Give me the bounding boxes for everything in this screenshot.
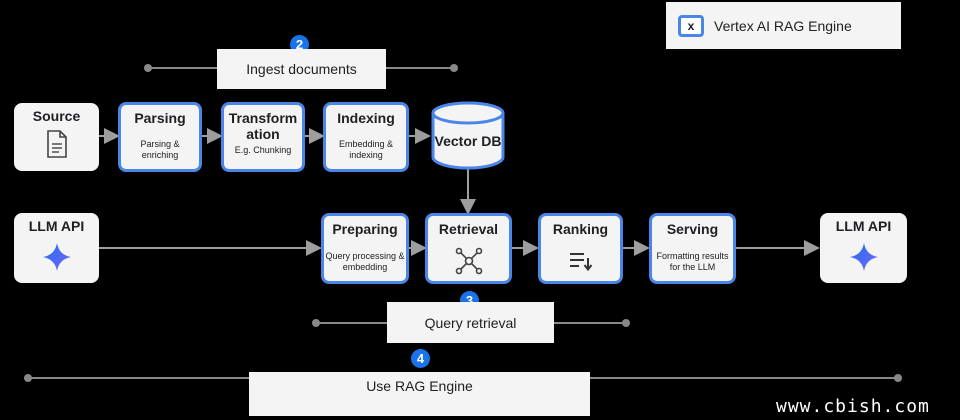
parsing-node: Parsing Parsing & enriching <box>118 102 202 172</box>
llm-api-input-title: LLM API <box>28 218 85 234</box>
preparing-node: Preparing Query processing & embedding <box>321 213 409 284</box>
indexing-node: Indexing Embedding & indexing <box>323 102 409 172</box>
document-icon <box>46 130 67 158</box>
use-rag-engine-label: Use RAG Engine <box>249 372 590 416</box>
vector-db-title: Vector DB <box>434 133 502 149</box>
database-icon <box>431 101 505 170</box>
transformation-node: Transform ation E.g. Chunking <box>221 102 305 172</box>
source-title: Source <box>32 108 81 124</box>
transformation-title: Transform ation <box>228 110 298 142</box>
serving-subtitle: Formatting results for the LLM <box>656 251 729 272</box>
legend-marker: x <box>678 14 704 37</box>
gemini-sparkle-icon <box>42 243 71 271</box>
llm-api-output-node: LLM API <box>820 213 907 283</box>
indexing-title: Indexing <box>337 110 395 126</box>
ingest-documents-label: Ingest documents <box>217 49 386 89</box>
ranking-node: Ranking <box>538 213 623 284</box>
legend-label: Vertex AI RAG Engine <box>714 17 852 34</box>
legend: x Vertex AI RAG Engine <box>666 2 901 49</box>
retrieval-node: Retrieval <box>425 213 512 284</box>
source-node: Source <box>14 103 99 171</box>
gemini-sparkle-icon <box>849 243 878 271</box>
network-icon <box>455 247 482 275</box>
preparing-title: Preparing <box>332 221 398 237</box>
sort-icon <box>569 253 592 271</box>
serving-title: Serving <box>666 221 719 237</box>
llm-api-output-title: LLM API <box>835 218 892 234</box>
transformation-subtitle: E.g. Chunking <box>234 145 292 155</box>
llm-api-input-node: LLM API <box>14 213 99 283</box>
parsing-subtitle: Parsing & enriching <box>140 139 180 160</box>
serving-node: Serving Formatting results for the LLM <box>649 213 736 284</box>
indexing-subtitle: Embedding & indexing <box>338 139 394 160</box>
ranking-title: Ranking <box>552 221 609 237</box>
retrieval-title: Retrieval <box>438 221 499 237</box>
step-badge-4: 4 <box>411 349 430 368</box>
vector-db-node: Vector DB <box>430 100 506 170</box>
watermark: www.cbish.com <box>776 396 930 417</box>
parsing-title: Parsing <box>134 110 186 126</box>
preparing-subtitle: Query processing & embedding <box>325 251 405 272</box>
query-retrieval-label: Query retrieval <box>387 302 554 343</box>
